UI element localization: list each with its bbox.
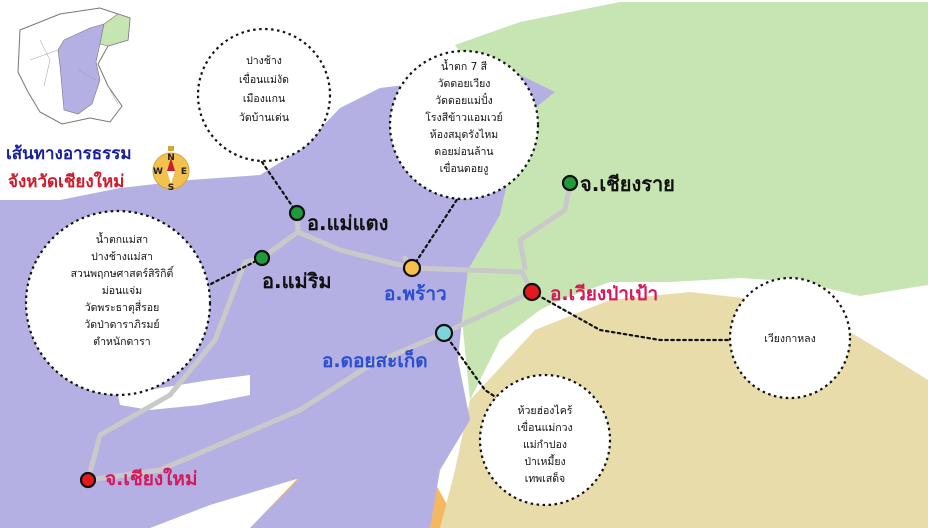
attraction-doi-saket-2: แม่กำปอง (523, 439, 567, 451)
attraction-phrao-4: ห้องสมุดรังไหม (430, 128, 498, 141)
marker-mae-rim (253, 249, 271, 267)
marker-doi-saket (434, 323, 454, 343)
attraction-mae-rim-1: ปางช้างแม่สา (91, 251, 153, 263)
label-phrao: อ.พร้าว (384, 283, 447, 305)
attraction-phrao-2: วัดดอยแม่ปั๋ง (435, 92, 492, 107)
marker-wiang-pa-pao (522, 282, 542, 302)
label-chiang-mai: จ.เชียงใหม่ (105, 467, 197, 490)
attraction-mae-rim-0: น้ำตกแม่สา (96, 232, 148, 246)
compass-s: S (168, 183, 174, 193)
compass-icon: N S E W (152, 146, 190, 193)
callout-phrao (388, 49, 540, 201)
map-subtitle: จังหวัดเชียงใหม่ (8, 172, 125, 192)
locator-map (17, 7, 131, 125)
route-main (85, 255, 265, 483)
attraction-phrao-3: โรงสีข้าวแอมเวย์ (425, 111, 502, 124)
attraction-mae-rim-4: วัดพระธาตุสี่รอย (85, 300, 160, 314)
callout-mae-rim (24, 209, 212, 397)
callout-texts: ปางช้างเขื่อนแม่งัดเมืองแกนวัดบ้านเด่นน้… (71, 55, 816, 485)
white-inlet (118, 375, 250, 410)
leader-mae-taeng (260, 160, 299, 215)
attraction-doi-saket-3: ป่าเหมี้ยง (524, 454, 565, 468)
label-doi-saket: อ.ดอยสะเก็ด (322, 348, 428, 372)
attraction-phrao-6: เขื่อนดอยงู (440, 161, 489, 175)
leader-phrao (410, 193, 462, 270)
attraction-circles (24, 27, 852, 507)
chiang-rai-region (455, 2, 928, 400)
label-wiang-pa-pao: อ.เวียงป่าเป้า (550, 283, 658, 305)
map-title: เส้นทางอารธรรม (6, 144, 132, 164)
attraction-mae-rim-5: วัดป่าดาราภิรมย์ (84, 318, 159, 331)
label-mae-taeng: อ.แม่แตง (307, 211, 388, 235)
compass-e: E (181, 167, 187, 177)
markers (79, 174, 579, 489)
callout-mae-taeng (196, 27, 332, 163)
locator-chiang-rai (99, 13, 131, 47)
callout-wiang-pa-pao (728, 276, 852, 400)
attraction-phrao-0: น้ำตก 7 สี (441, 59, 488, 73)
route-south (85, 289, 535, 483)
attraction-doi-saket-1: เขื่อนแม่กวง (517, 420, 572, 434)
leader-doi-saket (442, 331, 502, 402)
marker-chiang-mai (79, 471, 97, 489)
attraction-phrao-1: วัดดอยเวียง (438, 77, 491, 90)
marker-phrao (402, 258, 422, 278)
attraction-phrao-5: ดอยม่อนล้าน (434, 146, 493, 158)
attraction-mae-taeng-1: เขื่อนแม่งัด (239, 72, 289, 86)
callout-doi-saket (478, 373, 612, 507)
attraction-doi-saket-4: เทพเสด็จ (525, 471, 565, 485)
leader-wiang-pa-pao (530, 290, 732, 342)
label-chiang-rai: จ.เชียงราย (580, 172, 675, 196)
attraction-mae-taeng-2: เมืองแกน (243, 92, 285, 105)
attraction-mae-rim-6: ตำหนักดารา (93, 336, 150, 348)
attraction-doi-saket-0: ห้วยฮ่องไคร้ (518, 404, 573, 417)
attraction-wiang-pa-pao-0: เวียงกาหลง (764, 332, 816, 345)
attraction-mae-taeng-3: วัดบ้านเด่น (239, 112, 289, 124)
route-to-chiang-rai (517, 180, 573, 271)
attraction-mae-rim-2: สวนพฤกษศาสตร์สิริกิติ์ (71, 265, 175, 280)
marker-chiang-rai (561, 174, 579, 192)
compass-n: N (167, 153, 175, 163)
marker-mae-taeng (288, 204, 306, 222)
locator-borders (29, 39, 119, 105)
attraction-mae-taeng-0: ปางช้าง (246, 55, 282, 67)
label-mae-rim: อ.แม่ริม (262, 269, 332, 293)
compass-w: W (153, 167, 163, 177)
attraction-mae-rim-3: ม่อนแจ่ม (102, 285, 142, 297)
